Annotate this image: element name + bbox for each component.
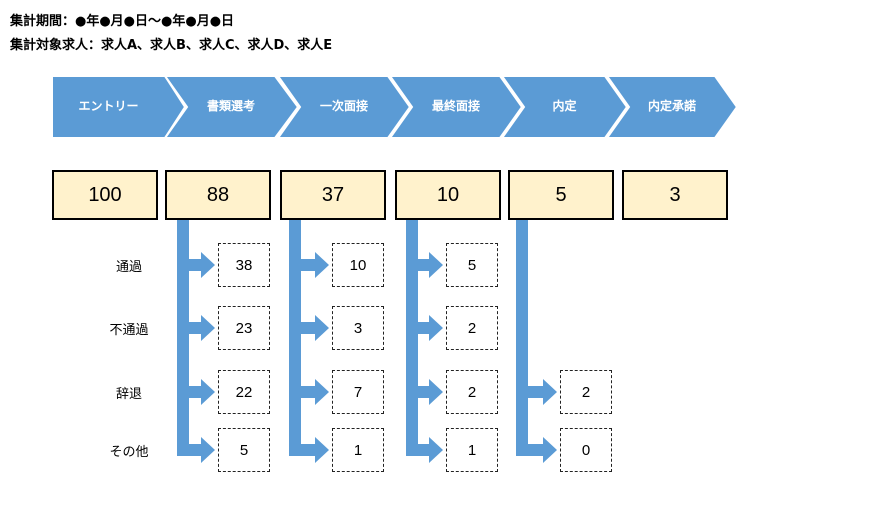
outcome-value-4-3: 2: [560, 370, 612, 414]
connector-arrow-4-3: [516, 379, 557, 405]
connector-arrow-1-1: [177, 252, 215, 278]
outcome-value-1-2: 23: [218, 306, 270, 350]
connector-arrow-3-4: [406, 437, 443, 463]
stage-count-box-2: 88: [165, 170, 271, 220]
connector-arrow-1-2: [177, 315, 215, 341]
stage-label-5: 内定: [552, 99, 577, 113]
target-jobs: 集計対象求人：求人A、求人B、求人C、求人D、求人E: [10, 38, 333, 53]
stage-count-box-3: 37: [280, 170, 386, 220]
connector-trunk-4: [516, 220, 528, 456]
stage-chevron-4: [388, 75, 524, 139]
outcome-value-1-4: 5: [218, 428, 270, 472]
outcome-value-2-3: 7: [332, 370, 384, 414]
stage-chevron-5: [500, 75, 629, 139]
connector-arrow-4-4: [516, 437, 557, 463]
connector-trunk-3: [406, 220, 418, 456]
stage-label-3: 一次面接: [319, 99, 368, 113]
stage-count-box-4: 10: [395, 170, 501, 220]
outcome-label-row-3: 辞退: [115, 387, 142, 402]
outcome-label-row-4: その他: [109, 445, 149, 460]
connector-arrow-2-3: [289, 379, 329, 405]
connector-trunk-2: [289, 220, 301, 456]
connector-arrow-2-1: [289, 252, 329, 278]
connector-arrow-2-4: [289, 437, 329, 463]
connector-arrow-1-3: [177, 379, 215, 405]
outcome-value-3-4: 1: [446, 428, 498, 472]
connector-arrow-3-3: [406, 379, 443, 405]
outcome-value-2-1: 10: [332, 243, 384, 287]
outcome-value-3-3: 2: [446, 370, 498, 414]
outcome-value-3-2: 2: [446, 306, 498, 350]
aggregation-period: 集計期間：●年●月●日～●年●月●日: [10, 14, 235, 29]
connector-arrow-3-2: [406, 315, 443, 341]
outcome-value-1-3: 22: [218, 370, 270, 414]
outcome-value-2-2: 3: [332, 306, 384, 350]
stage-chevron-6: [605, 75, 739, 139]
stage-chevron-3: [276, 75, 412, 139]
stage-count-box-5: 5: [508, 170, 614, 220]
outcome-value-1-1: 38: [218, 243, 270, 287]
connector-trunk-1: [177, 220, 189, 456]
outcome-value-4-4: 0: [560, 428, 612, 472]
stage-label-6: 内定承諾: [647, 99, 696, 113]
stage-label-1: エントリー: [78, 99, 139, 113]
stage-label-2: 書類選考: [206, 99, 255, 113]
outcome-value-2-4: 1: [332, 428, 384, 472]
connector-arrow-2-2: [289, 315, 329, 341]
outcome-label-row-1: 通過: [115, 260, 142, 275]
connector-arrow-3-1: [406, 252, 443, 278]
outcome-label-row-2: 不通過: [109, 323, 149, 338]
outcome-value-3-1: 5: [446, 243, 498, 287]
stage-count-box-6: 3: [622, 170, 728, 220]
stage-label-4: 最終面接: [431, 99, 480, 113]
stage-chevron-2: [163, 75, 300, 139]
stage-count-box-1: 100: [52, 170, 158, 220]
connector-arrow-1-4: [177, 437, 215, 463]
